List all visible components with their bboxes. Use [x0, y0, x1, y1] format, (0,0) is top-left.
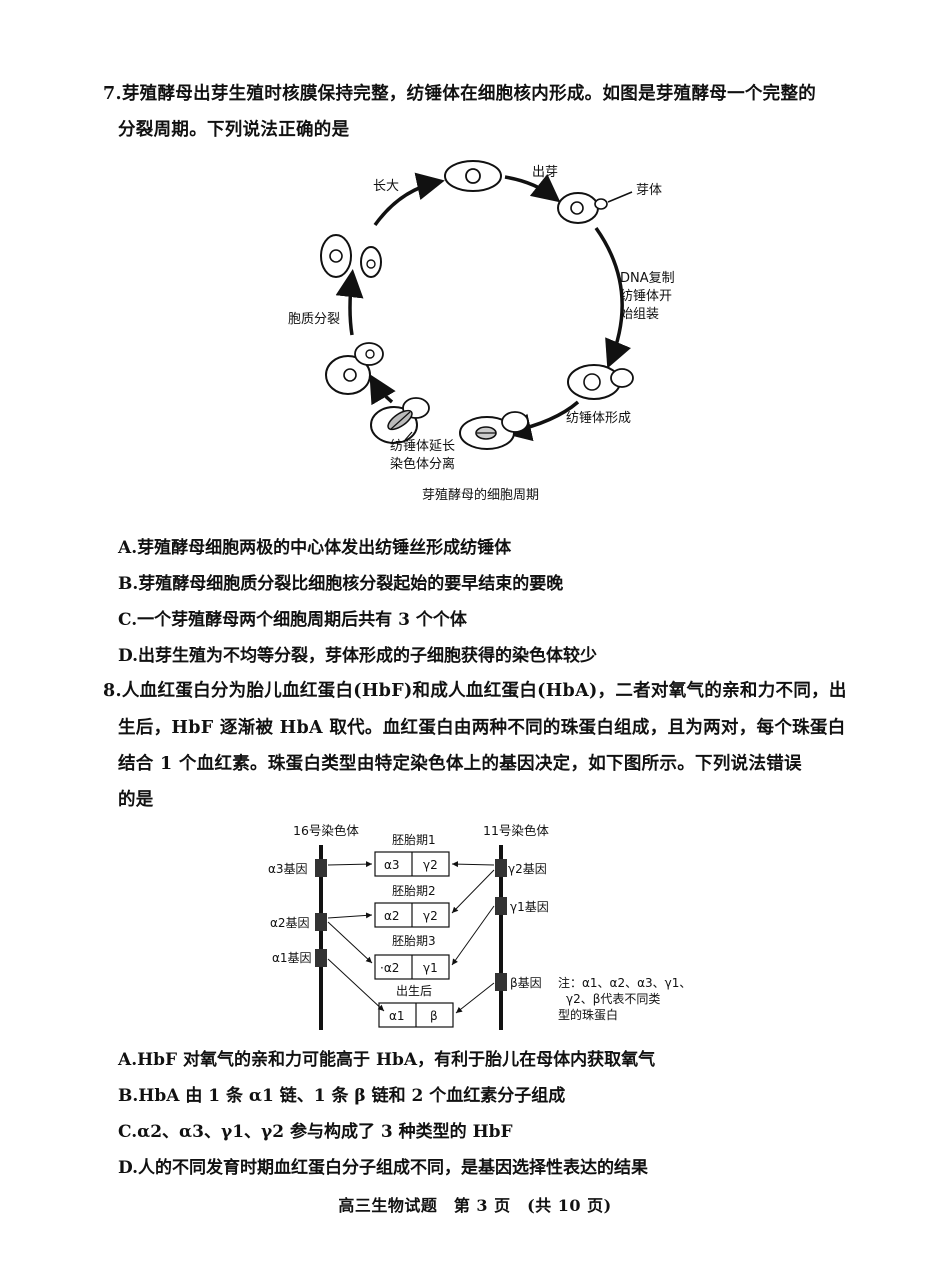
figure-caption: 芽殖酵母的细胞周期 — [422, 487, 539, 503]
gene-b-block — [495, 973, 507, 991]
svg-text:β: β — [430, 1009, 438, 1023]
gene-g2-block — [495, 859, 507, 877]
q7-stem-line1: 7.芽殖酵母出芽生殖时核膜保持完整，纺锤体在细胞核内形成。如图是芽殖酵母一个完整… — [103, 84, 817, 104]
svg-text:出生后: 出生后 — [396, 984, 432, 998]
svg-text:胚胎期2: 胚胎期2 — [392, 884, 436, 898]
svg-text:γ2: γ2 — [423, 909, 438, 923]
svg-text:11号染色体: 11号染色体 — [483, 823, 549, 838]
label-dna1: DNA复制 — [620, 271, 675, 286]
svg-text:胚胎期1: 胚胎期1 — [392, 833, 436, 847]
svg-text:胚胎期3: 胚胎期3 — [392, 934, 436, 948]
label-budding: 出芽 — [532, 165, 558, 180]
label-dna2: 纺锤体开 — [620, 289, 672, 304]
svg-text:α3基因: α3基因 — [268, 862, 308, 876]
gene-a2-block — [315, 913, 327, 931]
cycle-arrow-6 — [373, 172, 445, 227]
label-cytokinesis: 胞质分裂 — [288, 312, 340, 327]
label-elong1: 纺锤体延长 — [390, 439, 455, 454]
q8-option-c: C.α2、α3、γ1、γ2 参与构成了 3 种类型的 HbF — [118, 1122, 513, 1142]
q8-stem-line2: 生后，HbF 逐渐被 HbA 取代。血红蛋白由两种不同的珠蛋白组成，且为两对，每… — [118, 718, 846, 738]
hemoglobin-gene-figure: 16号染色体 11号染色体 α3基因 α2基因 α1基因 γ2基因 γ1基因 β… — [268, 823, 691, 1030]
cycle-arrow-4 — [369, 373, 396, 406]
cycle-arrow-2 — [594, 226, 631, 369]
svg-text:·α2: ·α2 — [380, 961, 399, 975]
q8-stem-line1: 8.人血红蛋白分为胎儿血红蛋白(HbF)和成人血红蛋白(HbA)，二者对氧气的亲… — [103, 681, 847, 701]
svg-text:γ2基因: γ2基因 — [508, 862, 547, 876]
label-spindle-form: 纺锤体形成 — [566, 411, 631, 426]
svg-text:γ1基因: γ1基因 — [510, 900, 549, 914]
cycle-arrow-5 — [335, 269, 364, 336]
gene-g1-block — [495, 897, 507, 915]
q7-option-a: A.芽殖酵母细胞两极的中心体发出纺锤丝形成纺锤体 — [118, 538, 512, 558]
gene-a3-block — [315, 859, 327, 877]
svg-text:α2: α2 — [384, 909, 400, 923]
q8-stem-line3: 结合 1 个血红素。珠蛋白类型由特定染色体上的基因决定，如下图所示。下列说法错误 — [118, 754, 802, 774]
label-dna3: 始组装 — [620, 307, 659, 322]
label-bud: 芽体 — [636, 183, 662, 198]
q7-option-d: D.出芽生殖为不均等分裂，芽体形成的子细胞获得的染色体较少 — [118, 646, 598, 666]
svg-text:型的珠蛋白: 型的珠蛋白 — [558, 1007, 618, 1022]
q8-stem-line4: 的是 — [118, 790, 154, 810]
svg-text:β基因: β基因 — [510, 976, 542, 990]
q8-option-d: D.人的不同发育时期血红蛋白分子组成不同，是基因选择性表达的结果 — [118, 1158, 649, 1178]
q7-option-c: C.一个芽殖酵母两个细胞周期后共有 3 个个体 — [118, 610, 467, 630]
svg-text:γ1: γ1 — [423, 961, 438, 975]
svg-text:α2基因: α2基因 — [270, 916, 310, 930]
svg-text:γ2、β代表不同类: γ2、β代表不同类 — [566, 992, 660, 1006]
gene-a1-block — [315, 949, 327, 967]
q7-option-b: B.芽殖酵母细胞质分裂比细胞核分裂起始的要早结束的要晚 — [118, 574, 564, 594]
page-footer: 高三生物试题 第 3 页 (共 10 页) — [338, 1196, 612, 1215]
svg-text:16号染色体: 16号染色体 — [293, 823, 359, 838]
q8-option-a: A.HbF 对氧气的亲和力可能高于 HbA，有利于胎儿在母体内获取氧气 — [118, 1050, 656, 1070]
cycle-arrow-1 — [504, 173, 561, 203]
q7-stem-line2: 分裂周期。下列说法正确的是 — [118, 120, 350, 140]
svg-text:α3: α3 — [384, 858, 400, 872]
svg-text:注：α1、α2、α3、γ1、: 注：α1、α2、α3、γ1、 — [558, 975, 691, 990]
q8-option-b: B.HbA 由 1 条 α1 链、1 条 β 链和 2 个血红素分子组成 — [118, 1086, 566, 1106]
svg-text:α1: α1 — [389, 1009, 405, 1023]
label-grow: 长大 — [373, 179, 399, 194]
svg-text:γ2: γ2 — [423, 858, 438, 872]
yeast-cell-cycle-figure: 长大 出芽 芽体 DNA复制 纺锤体开 始组装 纺锤体形成 纺锤体延长 染色体分… — [288, 160, 675, 503]
svg-text:α1基因: α1基因 — [272, 951, 312, 965]
label-elong2: 染色体分离 — [390, 456, 455, 472]
